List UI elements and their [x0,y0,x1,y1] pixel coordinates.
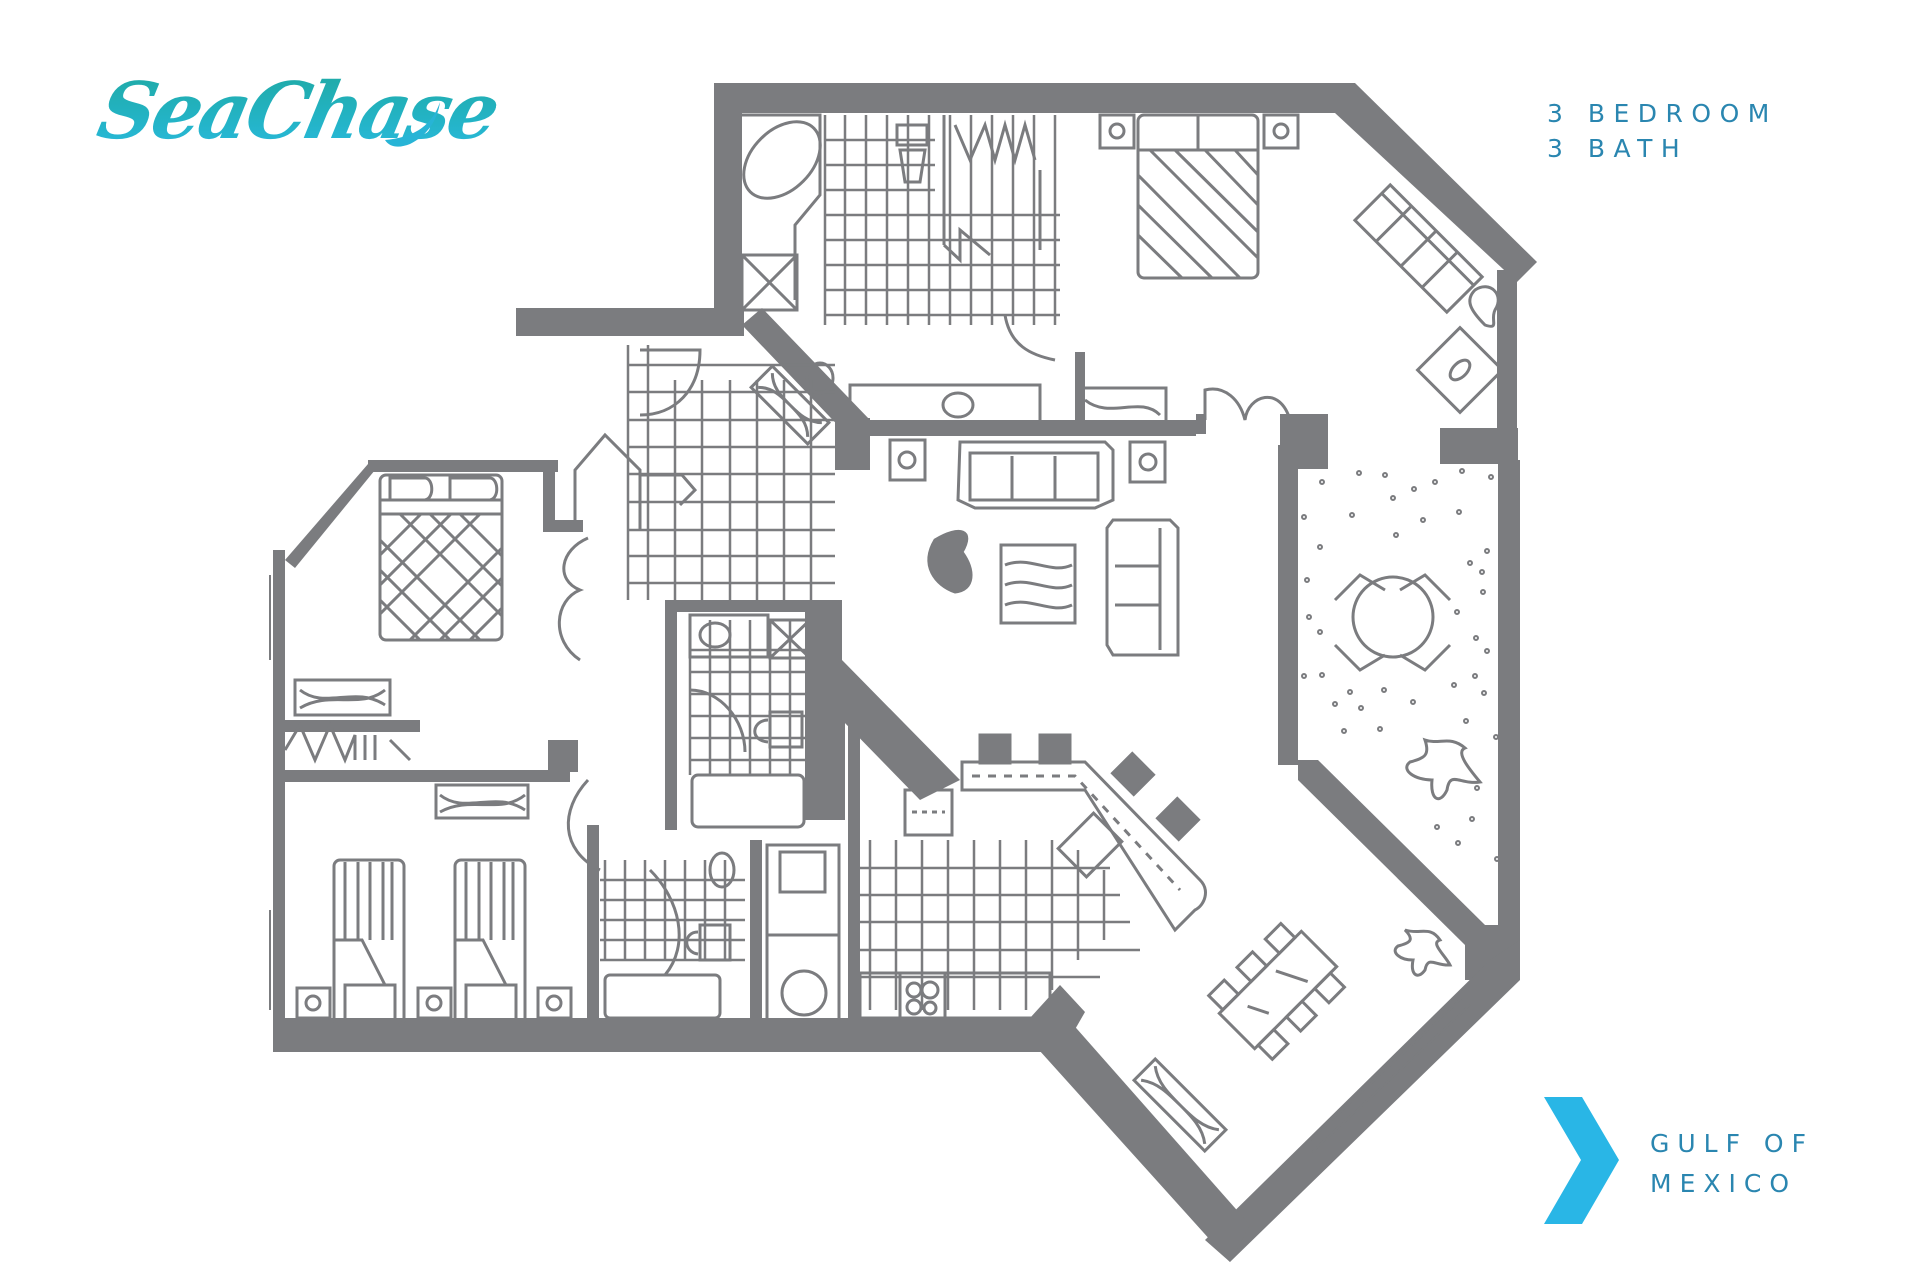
vanity [848,383,1042,427]
refrigerator [765,843,841,937]
toilet-icon [753,710,804,749]
toilet-icon [895,123,929,184]
kitchen-counter [960,760,1207,933]
end-table [1128,440,1167,484]
sink-icon [805,361,835,395]
patio-table [1333,573,1452,672]
lamp-icon [1108,122,1126,140]
loveseat [1105,518,1180,657]
chevron-right-icon [1544,1097,1619,1224]
tile-floor-hall-bath [688,620,805,775]
logo-swoosh-icon [385,102,440,147]
door-swing [639,348,702,417]
armchair [927,530,973,594]
bar-stool [978,733,1012,765]
sink-icon [698,621,732,649]
door-swing [566,778,601,872]
lamp-icon [545,994,563,1012]
door-swing [648,868,681,976]
orientation-label: GULF OF MEXICO [1650,1124,1814,1204]
window [269,575,279,1010]
dining-table [1206,921,1347,1062]
nightstand [295,986,332,1020]
sink-icon [708,851,736,889]
burner-icon [922,1000,938,1016]
tile-floor-bath3 [600,860,745,962]
lamp-icon [425,994,443,1012]
door-swing [689,688,747,753]
seachase-logo: SeaChase [90,62,505,167]
bar-stool [1110,751,1156,797]
burner-icon [905,981,923,999]
queen-bed [378,473,504,642]
interior-fixtures [269,113,1505,1154]
dishwasher [903,788,954,837]
sofa [956,440,1115,510]
closet [573,432,642,530]
bathtub [742,120,822,200]
plant-icon [1393,928,1453,977]
gulf-label-line2: MEXICO [1650,1169,1797,1198]
bathtub [603,973,722,1020]
closet-hangers [953,119,1042,250]
washer-icon [780,969,828,1017]
door-swing [1203,387,1292,421]
end-table [888,438,927,482]
buffet [1131,1056,1229,1154]
dresser [293,678,392,717]
unit-info: 3 BEDROOM 3 BATH [1547,96,1778,166]
lamp-icon [1138,452,1158,472]
nightstand [1262,113,1300,150]
bathtub [690,773,806,829]
tile-floor-kitchen [860,840,1140,1010]
coffee-table [999,543,1077,625]
toilet-icon [685,923,732,962]
tile-floor-hall [626,345,835,600]
twin-bed-1 [332,858,406,1027]
gulf-label-line1: GULF OF [1650,1129,1814,1158]
burner-icon [920,980,940,1000]
range-counter [858,971,1052,1020]
nightstand [1098,113,1136,150]
burner-icon [905,998,923,1016]
chair-icon [1468,285,1500,328]
shower [740,253,799,312]
window [1304,997,1471,1153]
nightstand [416,986,453,1020]
ottoman [1415,325,1505,415]
dresser [434,783,530,820]
bar-stool [1155,796,1201,842]
sink-icon [1056,811,1124,879]
dresser [1076,386,1168,425]
bedroom-count-label: 3 BEDROOM [1547,99,1778,128]
console-table [748,363,832,447]
lamp-icon [1272,122,1290,140]
lamp-icon [304,994,322,1012]
laundry [765,933,841,1022]
bath-count-label: 3 BATH [1547,134,1689,163]
door-swing [557,536,589,662]
master-sofa [1352,182,1485,315]
twin-bed-2 [453,858,527,1027]
master-bed [1136,113,1260,280]
balcony-texture [1292,468,1500,862]
sink-icon [941,391,975,419]
exterior-walls [273,83,1537,1262]
vanity [688,613,770,659]
nightstand [536,986,573,1020]
linen-closet [768,618,812,660]
closet-hangers [283,721,412,764]
lamp-icon [897,450,917,470]
bar-stool [1038,733,1072,765]
plant-icon [1405,737,1483,801]
